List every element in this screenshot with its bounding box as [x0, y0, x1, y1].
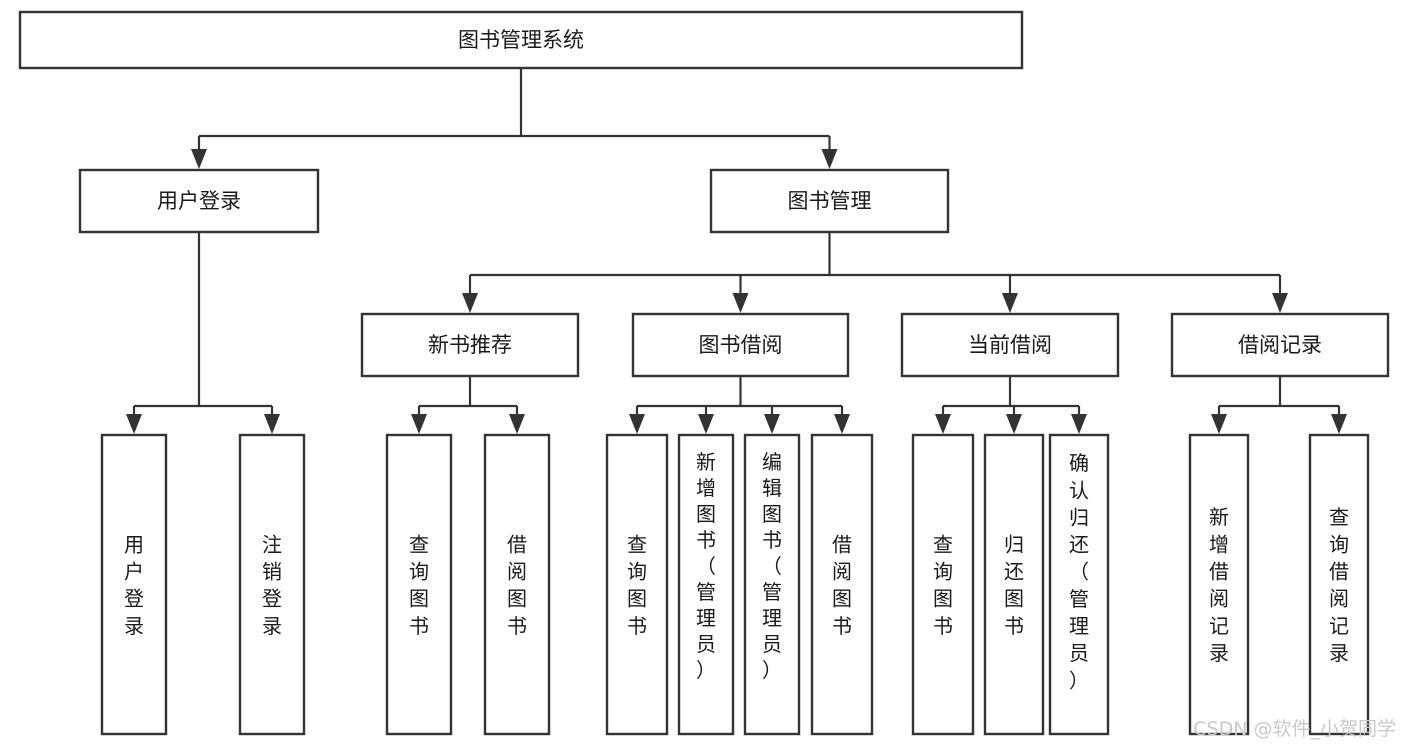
arrow-head-icon — [1002, 293, 1018, 313]
node-book-borrow-box — [631, 312, 850, 378]
node-user-login-box — [78, 168, 320, 234]
node-leaf-edit-book-admin-label: 编辑图书（管理员） — [762, 450, 782, 682]
arrow-head-icon — [1331, 414, 1347, 434]
node-leaf-query-borrow-record-label: 查询借阅记录 — [1329, 505, 1349, 665]
arrow-head-icon — [411, 414, 427, 434]
arrow-head-icon — [732, 293, 749, 313]
node-leaf-logout-box — [238, 433, 306, 736]
node-user-login-label: 用户登录 — [157, 189, 241, 213]
node-leaf-query-book-recommend-box — [385, 433, 453, 736]
node-book-borrow-label: 图书借阅 — [699, 333, 783, 357]
node-leaf-confirm-return-admin-label: 确认归还（管理员） — [1069, 451, 1089, 692]
node-leaf-query-book-current[interactable]: 查询图书 — [911, 433, 975, 736]
node-leaf-borrow-book-label: 借阅图书 — [832, 532, 852, 637]
node-root-root-box — [18, 10, 1024, 70]
arrow-head-icon — [264, 414, 280, 434]
node-leaf-add-borrow-record-label: 新增借阅记录 — [1209, 505, 1229, 665]
node-leaf-query-book-recommend-label: 查询图书 — [409, 532, 429, 637]
node-leaf-confirm-return-admin-box — [1048, 433, 1110, 736]
node-leaf-query-book-recommend[interactable]: 查询图书 — [385, 433, 453, 736]
arrow-head-icon — [1211, 414, 1227, 434]
arrow-head-icon — [821, 149, 838, 169]
csdn-watermark: CSDN @软件_小贺同学 — [1193, 718, 1396, 740]
node-leaf-query-book-borrow-label: 查询图书 — [627, 532, 647, 637]
node-leaf-query-book-borrow[interactable]: 查询图书 — [605, 433, 669, 736]
node-borrow-record[interactable]: 借阅记录 — [1170, 312, 1390, 378]
node-leaf-user-login[interactable]: 用户登录 — [100, 433, 168, 736]
node-leaf-query-book-borrow-box — [605, 433, 669, 736]
arrow-head-icon — [764, 414, 780, 434]
node-current-borrow[interactable]: 当前借阅 — [900, 312, 1120, 378]
node-leaf-borrow-book-recommend-box — [483, 433, 551, 736]
node-leaf-add-book-admin-label: 新增图书（管理员） — [696, 450, 716, 682]
arrow-head-icon — [834, 414, 850, 434]
arrow-head-icon — [698, 414, 714, 434]
node-leaf-add-borrow-record-box — [1188, 433, 1250, 736]
node-leaf-logout-label: 注销登录 — [262, 532, 282, 637]
node-leaf-user-login-box — [100, 433, 168, 736]
connectors-layer — [126, 68, 1347, 434]
node-book-management-label: 图书管理 — [788, 189, 872, 213]
node-current-borrow-label: 当前借阅 — [968, 333, 1052, 357]
node-book-management-box — [709, 168, 950, 234]
node-leaf-edit-book-admin-box — [743, 433, 801, 736]
node-leaf-borrow-book-box — [810, 433, 874, 736]
node-current-borrow-box — [900, 312, 1120, 378]
node-leaf-query-borrow-record[interactable]: 查询借阅记录 — [1308, 433, 1370, 736]
node-leaf-return-book[interactable]: 归还图书 — [983, 433, 1045, 736]
node-leaf-add-borrow-record[interactable]: 新增借阅记录 — [1188, 433, 1250, 736]
node-new-book-recommend-label: 新书推荐 — [428, 333, 512, 357]
node-leaf-query-borrow-record-box — [1308, 433, 1370, 736]
node-root-root-label: 图书管理系统 — [458, 28, 584, 52]
node-book-borrow[interactable]: 图书借阅 — [631, 312, 850, 378]
arrow-head-icon — [1272, 293, 1288, 313]
node-leaf-add-book-admin[interactable]: 新增图书（管理员） — [677, 433, 735, 736]
node-user-login[interactable]: 用户登录 — [78, 168, 320, 234]
nodes-layer: 图书管理系统用户登录图书管理新书推荐图书借阅当前借阅借阅记录用户登录注销登录查询… — [18, 10, 1390, 736]
arrow-head-icon — [1071, 414, 1087, 434]
node-leaf-return-book-label: 归还图书 — [1004, 532, 1024, 637]
node-leaf-confirm-return-admin[interactable]: 确认归还（管理员） — [1048, 433, 1110, 736]
arrow-head-icon — [629, 414, 645, 434]
node-new-book-recommend-box — [360, 312, 580, 378]
node-borrow-record-box — [1170, 312, 1390, 378]
node-root-root[interactable]: 图书管理系统 — [18, 10, 1024, 70]
arrow-head-icon — [509, 414, 525, 434]
node-leaf-borrow-book-recommend-label: 借阅图书 — [507, 532, 527, 637]
node-leaf-return-book-box — [983, 433, 1045, 736]
node-leaf-borrow-book[interactable]: 借阅图书 — [810, 433, 874, 736]
node-borrow-record-label: 借阅记录 — [1238, 333, 1322, 357]
node-leaf-edit-book-admin[interactable]: 编辑图书（管理员） — [743, 433, 801, 736]
node-leaf-borrow-book-recommend[interactable]: 借阅图书 — [483, 433, 551, 736]
node-leaf-query-book-current-box — [911, 433, 975, 736]
arrow-head-icon — [935, 414, 951, 434]
arrow-head-icon — [191, 149, 207, 169]
node-leaf-query-book-current-label: 查询图书 — [933, 532, 953, 637]
arrow-head-icon — [126, 414, 142, 434]
arrow-head-icon — [1006, 414, 1022, 434]
node-leaf-user-login-label: 用户登录 — [124, 532, 144, 637]
arrow-head-icon — [462, 293, 478, 313]
node-book-management[interactable]: 图书管理 — [709, 168, 950, 234]
node-new-book-recommend[interactable]: 新书推荐 — [360, 312, 580, 378]
node-leaf-logout[interactable]: 注销登录 — [238, 433, 306, 736]
node-leaf-add-book-admin-box — [677, 433, 735, 736]
